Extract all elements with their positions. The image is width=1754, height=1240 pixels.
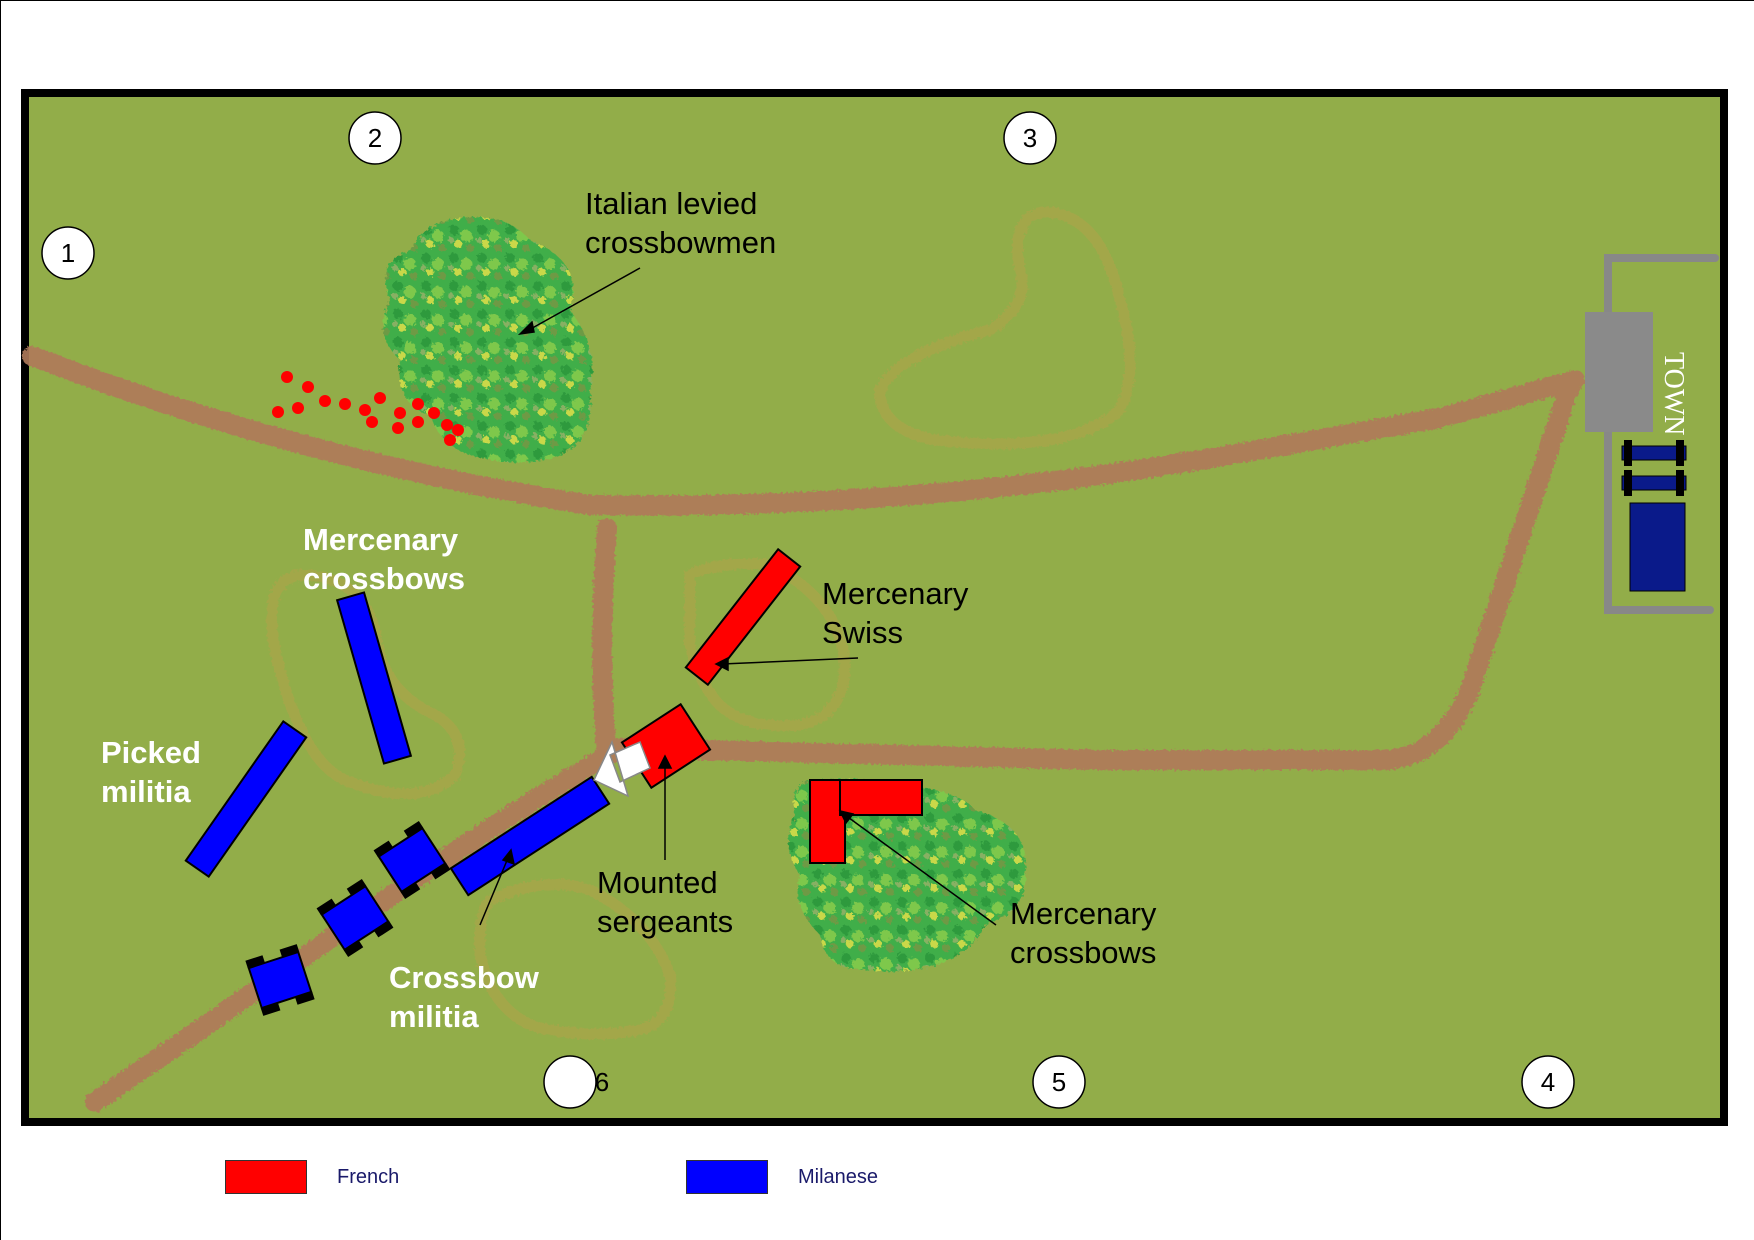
legend-swatch-french bbox=[225, 1160, 307, 1194]
label-mercenary-crossbows-french: Mercenary crossbows bbox=[1010, 896, 1165, 970]
wood-north bbox=[382, 216, 593, 463]
milanese-crossbow-militia bbox=[449, 775, 611, 897]
label-mercenary-swiss: Mercenary Swiss bbox=[822, 576, 977, 650]
marker-3: 3 bbox=[1003, 111, 1057, 165]
marker-4: 4 bbox=[1521, 1055, 1575, 1109]
numbered-markers: 1 2 3 4 5 6 bbox=[41, 111, 1575, 1109]
milanese-town-block bbox=[1629, 502, 1686, 592]
label-crossbow-militia: Crossbow militia bbox=[389, 960, 547, 1034]
marker-6: 6 bbox=[543, 1055, 609, 1109]
unit-labels: Italian levied crossbowmen Mercenary cro… bbox=[101, 186, 1165, 1034]
road-south bbox=[85, 375, 1580, 1112]
hill-north-east bbox=[874, 206, 1136, 450]
french-mercenary-crossbows-b bbox=[839, 779, 923, 816]
marker-2: 2 bbox=[348, 111, 402, 165]
label-mercenary-crossbows-milanese: Mercenary crossbows bbox=[303, 522, 467, 596]
wood-south-east bbox=[788, 779, 1026, 972]
woods bbox=[382, 216, 1026, 972]
town-wall bbox=[1604, 254, 1719, 614]
town: TOWN bbox=[1585, 254, 1719, 614]
svg-text:2: 2 bbox=[368, 123, 382, 153]
svg-text:4: 4 bbox=[1541, 1067, 1555, 1097]
french-units bbox=[593, 547, 923, 864]
road-connector bbox=[592, 518, 617, 758]
leader-arrows bbox=[479, 267, 997, 926]
advance-arrow bbox=[593, 739, 651, 798]
marker-1: 1 bbox=[41, 226, 95, 280]
milanese-town-units bbox=[1621, 440, 1687, 592]
label-italian-crossbowmen: Italian levied crossbowmen bbox=[585, 186, 776, 260]
milanese-mercenary-crossbows bbox=[335, 591, 413, 765]
milanese-wagon-1 bbox=[373, 820, 451, 900]
road-north bbox=[22, 346, 1585, 516]
marker-5: 5 bbox=[1032, 1055, 1086, 1109]
svg-text:3: 3 bbox=[1023, 123, 1037, 153]
roads bbox=[22, 346, 1585, 1112]
svg-text:5: 5 bbox=[1052, 1067, 1066, 1097]
milanese-town-stand-1 bbox=[1621, 445, 1687, 461]
label-mounted-sergeants: Mounted sergeants bbox=[597, 865, 733, 939]
milanese-town-stand-2 bbox=[1621, 475, 1687, 491]
svg-text:6: 6 bbox=[595, 1067, 609, 1097]
legend-label-french: French bbox=[337, 1166, 400, 1188]
label-picked-militia: Picked militia bbox=[101, 735, 210, 809]
town-building bbox=[1585, 312, 1653, 432]
milanese-wagon-3 bbox=[245, 944, 315, 1016]
town-label: TOWN bbox=[1658, 352, 1689, 435]
svg-text:1: 1 bbox=[61, 238, 75, 268]
milanese-wagon-2 bbox=[316, 878, 394, 958]
hill-south bbox=[474, 878, 677, 1040]
milanese-units bbox=[184, 591, 611, 1016]
italian-crossbowmen-dots bbox=[272, 371, 464, 446]
legend-swatch-milanese bbox=[686, 1160, 768, 1194]
legend-label-milanese: Milanese bbox=[798, 1166, 879, 1188]
french-mercenary-swiss bbox=[684, 547, 802, 687]
milanese-picked-militia bbox=[184, 719, 308, 879]
